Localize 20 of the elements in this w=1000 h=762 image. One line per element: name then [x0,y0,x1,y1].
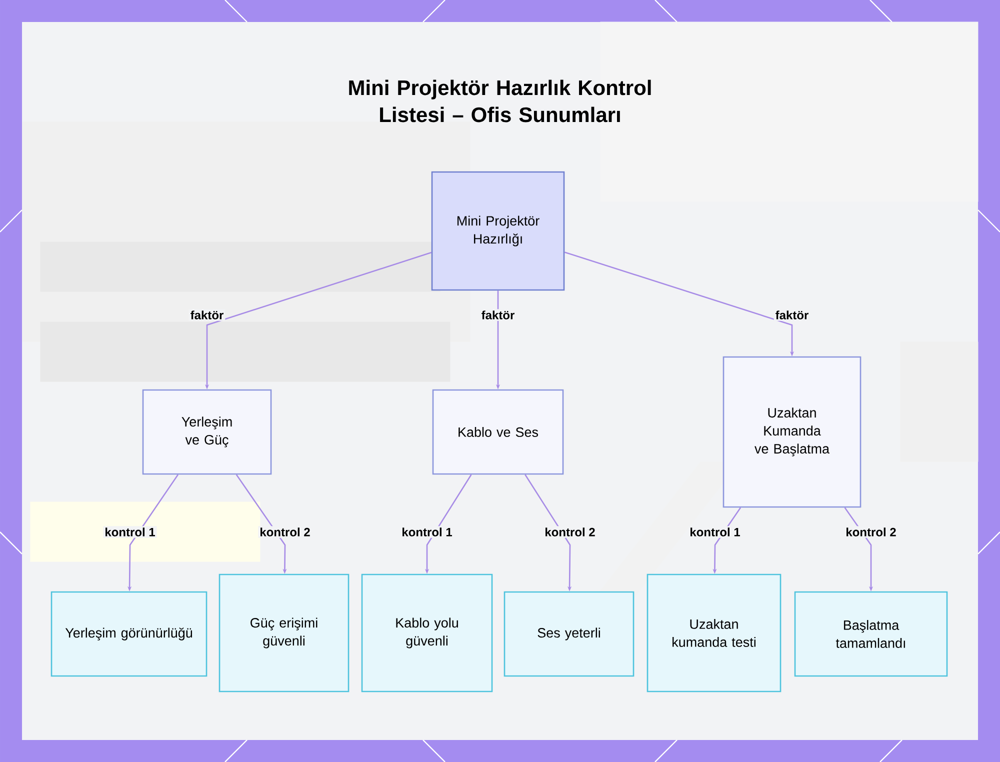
process-box: Yerleşim görünürlüğü [50,591,208,677]
edge-label: kontrol 1 [400,526,454,538]
process-box: Güç erişimi güvenli [218,574,350,692]
edge-label: faktör [774,309,810,321]
process-box: Uzaktan kumanda testi [646,574,782,692]
process-box: Kablo ve Ses [432,389,564,475]
edge-label: kontrol 2 [844,526,898,538]
edge-label: kontrol 1 [688,526,742,538]
edge-label: kontrol 2 [258,526,312,538]
process-box: Kablo yolu güvenli [361,574,493,692]
process-box: Mini Projektör Hazırlığı [431,171,565,291]
process-box: Ses yeterli [504,591,634,677]
process-box: Yerleşim ve Güç [142,389,272,475]
edge-label: faktör [188,309,226,321]
edge-label: faktör [480,309,516,321]
process-box: Uzaktan Kumanda ve Başlatma [722,356,862,508]
process-box: Başlatma tamamlandı [794,591,948,677]
edge-label: kontrol 1 [103,526,157,538]
edge-label: kontrol 2 [543,526,597,538]
title: Mini Projektör Hazırlık Kontrol Listesi – Ofis Sunumları [349,80,651,122]
